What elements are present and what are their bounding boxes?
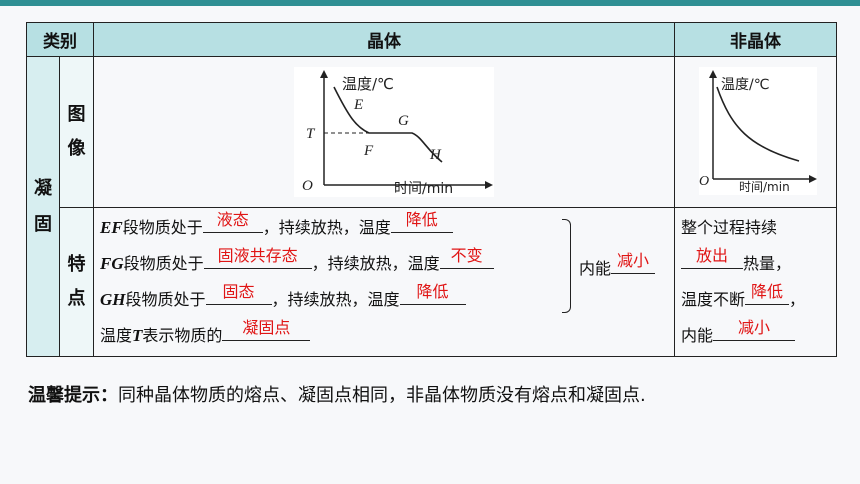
ef-segment-label: EF	[100, 218, 123, 237]
ef-suffix-text: ，持续放热，温度	[262, 218, 391, 237]
gh-mid-text: 段物质处于	[125, 290, 206, 309]
point-f-label: F	[363, 143, 374, 159]
feature-label-text: 特点	[67, 254, 86, 309]
feature-row: 特点 EF段物质处于液态，持续放热，温度降低 FG段物质处于固液共存态，持续放热…	[27, 207, 837, 357]
t-line: 温度T表示物质的凝固点	[100, 318, 311, 346]
amorphous-line3-suffix: ，	[789, 290, 806, 309]
amorphous-line4-prefix: 内能	[681, 326, 714, 345]
header-crystal: 晶体	[93, 22, 675, 57]
row-label-text: 凝固	[34, 177, 52, 235]
tip-text: 同种晶体物质的熔点、凝固点相同，非晶体物质没有熔点和凝固点.	[118, 385, 646, 406]
y-axis-label: 温度/℃	[721, 77, 769, 93]
gh-temp-answer: 降低	[416, 282, 449, 301]
amorphous-line3: 温度不断降低 ，	[681, 282, 806, 310]
amorphous-internal-blank: 减小	[713, 318, 796, 341]
heat-answer: 放出	[695, 246, 728, 265]
ef-mid-text: 段物质处于	[122, 218, 203, 237]
top-accent-bar	[0, 0, 860, 6]
amorphous-feature-cell: 整个过程持续 放出热量， 温度不断降低 ， 内能 减小	[674, 207, 837, 357]
amorphous-line2-suffix: 热量，	[743, 254, 792, 273]
point-h-label: H	[429, 147, 442, 163]
crystal-feature-cell: EF段物质处于液态，持续放热，温度降低 FG段物质处于固液共存态，持续放热，温度…	[93, 207, 675, 357]
amorphous-line3-prefix: 温度不断	[681, 290, 746, 309]
y-axis-label: 温度/℃	[342, 75, 394, 93]
fg-temp-blank: 不变	[439, 246, 494, 269]
right-brace	[562, 219, 571, 313]
internal-energy-blank: 减小	[611, 251, 656, 274]
crystal-graph-cell: 温度/℃ 时间/min O T E F G H	[93, 56, 675, 208]
point-e-label: E	[353, 97, 363, 113]
origin-label: O	[302, 178, 313, 194]
gh-suffix-text: ，持续放热，温度	[271, 290, 400, 309]
ef-state-blank: 液态	[202, 210, 263, 233]
crystal-cooling-graph: 温度/℃ 时间/min O T E F G H	[294, 67, 494, 197]
ef-temp-answer: 降低	[405, 210, 438, 229]
amorphous-line2: 放出热量，	[681, 246, 792, 274]
gh-segment-label: GH	[100, 290, 126, 309]
fg-state-answer: 固液共存态	[217, 246, 298, 265]
y-axis-arrow	[709, 70, 717, 78]
internal-energy-label: 内能	[579, 259, 612, 278]
fg-temp-answer: 不变	[450, 246, 483, 265]
amorphous-temp-blank: 降低	[745, 282, 790, 305]
t-variable: T	[132, 326, 143, 345]
amorphous-graph-cell: 温度/℃ 时间/min O	[674, 56, 837, 208]
tip-paragraph: 温馨提示：同种晶体物质的熔点、凝固点相同，非晶体物质没有熔点和凝固点.	[28, 378, 828, 414]
t-prefix-text: 温度	[100, 326, 133, 345]
fg-line: FG段物质处于固液共存态 ，持续放热，温度不变	[100, 246, 494, 274]
gh-temp-blank: 降低	[399, 282, 466, 305]
t-answer-blank: 凝固点	[222, 318, 311, 341]
ef-temp-blank: 降低	[390, 210, 453, 233]
point-g-label: G	[398, 113, 409, 129]
amorphous-internal-answer: 减小	[738, 318, 771, 337]
image-label-cell: 图像	[59, 56, 94, 208]
amorphous-line1: 整个过程持续	[681, 214, 777, 238]
header-amorphous: 非晶体	[674, 22, 837, 57]
x-axis-arrow	[809, 175, 817, 183]
gh-state-blank: 固态	[205, 282, 272, 305]
feature-label-cell: 特点	[59, 207, 94, 357]
ef-line: EF段物质处于液态 ，持续放热，温度降低	[100, 210, 453, 238]
x-axis-label: 时间/min	[739, 180, 790, 194]
amorphous-line1-text: 整个过程持续	[681, 218, 778, 237]
crystal-curve	[333, 86, 443, 163]
gh-line: GH段物质处于固态 ，持续放热，温度降低	[100, 282, 466, 310]
t-suffix-text: 表示物质的	[142, 326, 223, 345]
t-answer: 凝固点	[242, 318, 291, 337]
header-category: 类别	[26, 22, 94, 57]
internal-energy-answer: 减小	[617, 251, 650, 270]
fg-segment-label: FG	[100, 254, 124, 273]
heat-blank: 放出	[681, 246, 743, 269]
ef-state-answer: 液态	[216, 210, 249, 229]
y-axis-arrow	[320, 70, 328, 78]
header-row: 类别 晶体 非晶体	[26, 22, 837, 57]
solidification-table: 类别 晶体 非晶体 凝固 图像 温度/℃ 时间/min O T E F	[26, 22, 837, 357]
x-axis-label: 时间/min	[394, 181, 453, 197]
amorphous-line4: 内能 减小	[681, 318, 796, 346]
origin-label: O	[699, 174, 709, 189]
row-label-solidify: 凝固	[26, 56, 60, 357]
amorphous-temp-answer: 降低	[751, 282, 784, 301]
amorphous-curve	[716, 86, 800, 162]
fg-mid-text: 段物质处于	[123, 254, 204, 273]
image-row: 凝固 图像 温度/℃ 时间/min O T E F G H	[26, 56, 837, 357]
internal-energy-line: 内能减小	[579, 251, 656, 279]
t-label: T	[306, 126, 316, 142]
fg-state-blank: 固液共存态	[203, 246, 312, 269]
tip-label: 温馨提示：	[28, 385, 118, 406]
image-label-text: 图像	[67, 104, 86, 159]
fg-suffix-text: ，持续放热，温度	[311, 254, 440, 273]
amorphous-cooling-graph: 温度/℃ 时间/min O	[699, 67, 817, 195]
gh-state-answer: 固态	[222, 282, 255, 301]
x-axis-arrow	[485, 181, 493, 189]
